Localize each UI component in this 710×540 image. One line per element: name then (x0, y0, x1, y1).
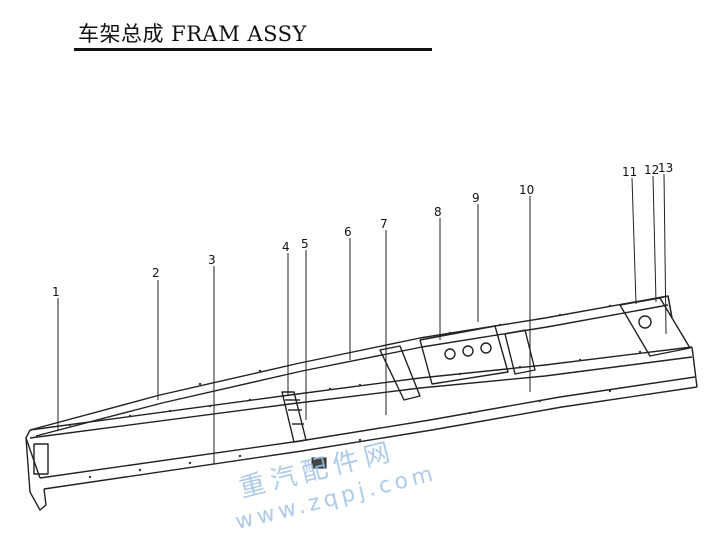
callout-10: 10 (519, 183, 534, 197)
page-title: 车架总成 FRAM ASSY (78, 22, 307, 46)
front-crossmember (25, 429, 49, 511)
near-side-rail (29, 346, 698, 490)
watermark: 重汽配件网 www.zqpj.com (233, 436, 439, 535)
callout-11: 11 (622, 165, 637, 179)
crossmember-7 (379, 345, 421, 401)
callout-13: 13 (658, 161, 673, 175)
callout-12: 12 (644, 163, 659, 177)
callout-8: 8 (434, 205, 442, 219)
callout-6: 6 (344, 225, 352, 239)
callout-labels: 1 2 3 4 5 6 7 8 9 10 11 12 13 (52, 161, 673, 299)
crossmember-10 (504, 329, 536, 375)
rear-crossmember (619, 295, 691, 357)
callout-3: 3 (208, 253, 216, 267)
title-underline (74, 48, 432, 51)
callout-7: 7 (380, 217, 388, 231)
mounting-bracket (311, 457, 327, 469)
callout-9: 9 (472, 191, 480, 205)
callout-1: 1 (52, 285, 60, 299)
callout-leader-lines (57, 173, 667, 464)
far-side-rail (29, 295, 673, 437)
callout-4: 4 (282, 240, 290, 254)
callout-5: 5 (301, 237, 309, 251)
callout-2: 2 (152, 266, 160, 280)
crossmember-4-5 (281, 391, 307, 443)
crossmember-8 (419, 325, 509, 385)
rivet-holes (68, 304, 642, 479)
